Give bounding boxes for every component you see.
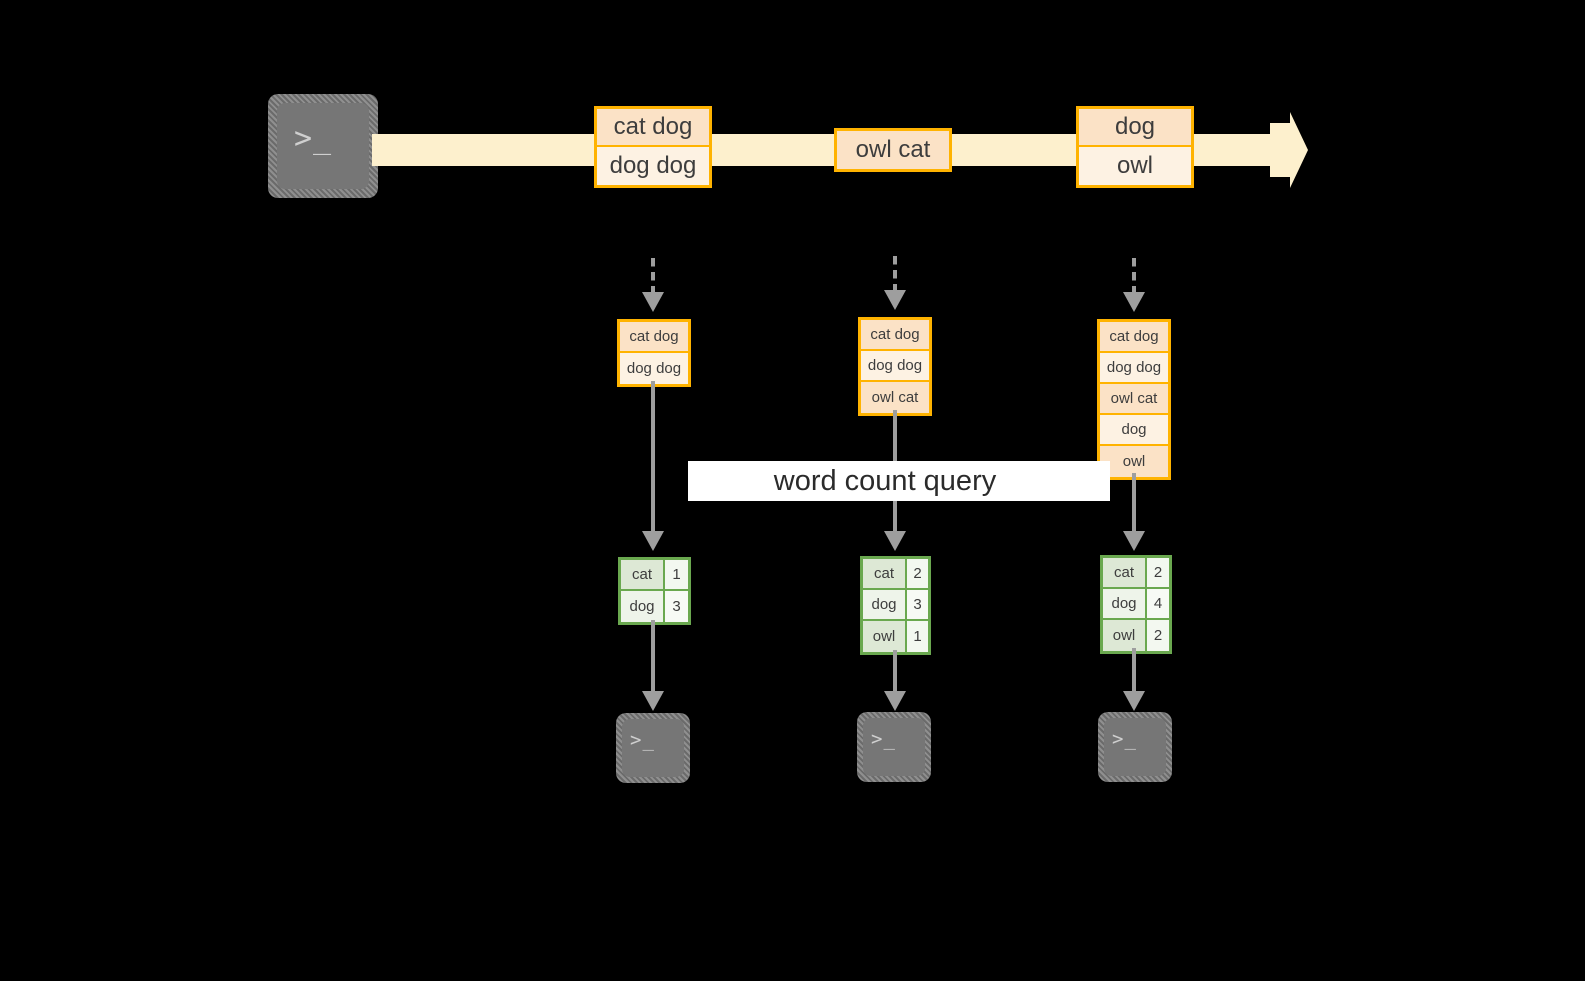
terminal-prompt-glyph: >_ [630,729,655,751]
snapshot-row: dog dog [1100,353,1168,384]
result-word: dog [1103,589,1147,618]
terminal-screen [622,719,684,777]
result-1-to-sink-line [651,620,655,693]
result-2-to-sink-arrowhead [884,691,906,711]
table-row: cat 2 [1103,558,1169,589]
snapshot-3-to-result-line [1132,473,1136,533]
result-count: 4 [1147,589,1169,618]
stream-message-line: owl [1079,147,1191,185]
result-2-to-sink-line [893,650,897,693]
result-count: 3 [665,591,688,622]
result-1-to-sink-arrowhead [642,691,664,711]
result-count: 1 [665,560,688,589]
stream-to-snapshot-3-dashed-line [1132,258,1136,296]
terminal-screen [1104,718,1166,776]
stream-to-snapshot-2-arrowhead [884,290,906,310]
snapshot-3-to-result-arrowhead [1123,531,1145,551]
result-table-2: cat 2 dog 3 owl 1 [860,556,931,655]
result-word: dog [621,591,665,622]
result-word: cat [621,560,665,589]
result-count: 1 [907,621,928,652]
result-word: owl [1103,620,1147,651]
result-count: 2 [1147,558,1169,587]
snapshot-2-to-result-arrowhead [884,531,906,551]
event-stream-arrowhead [1270,112,1308,188]
stream-message-line: dog [1079,109,1191,147]
snapshot-row: cat dog [1100,322,1168,353]
stream-message-line: dog dog [597,147,709,185]
stream-to-snapshot-3-arrowhead [1123,292,1145,312]
word-count-query-banner: word count query [688,461,1110,501]
sink-terminal-icon-2: >_ [857,712,931,782]
stream-to-snapshot-1-dashed-line [651,258,655,296]
table-row: cat 2 [863,559,928,590]
result-count: 3 [907,590,928,619]
snapshot-2-message-stack: cat dog dog dog owl cat [858,317,932,416]
snapshot-row: owl [1100,446,1168,477]
result-word: dog [863,590,907,619]
sink-terminal-icon-1: >_ [616,713,690,783]
result-count: 2 [907,559,928,588]
result-count: 2 [1147,620,1169,651]
snapshot-1-to-result-line [651,381,655,533]
snapshot-row: owl cat [861,382,929,413]
snapshot-1-to-result-arrowhead [642,531,664,551]
terminal-prompt-glyph: >_ [294,121,333,156]
terminal-prompt-glyph: >_ [871,728,896,750]
word-count-query-label: word count query [773,464,997,497]
arrowhead-shape [1270,112,1308,188]
table-row: dog 4 [1103,589,1169,620]
sink-terminal-icon-3: >_ [1098,712,1172,782]
result-word: cat [1103,558,1147,587]
snapshot-row: cat dog [620,322,688,353]
stream-to-snapshot-2-dashed-line [893,256,897,294]
stream-message-line: cat dog [597,109,709,147]
snapshot-row: dog [1100,415,1168,446]
table-row: dog 3 [621,591,688,622]
snapshot-row: cat dog [861,320,929,351]
table-row: owl 2 [1103,620,1169,651]
result-3-to-sink-arrowhead [1123,691,1145,711]
terminal-screen [863,718,925,776]
result-word: owl [863,621,907,652]
result-3-to-sink-line [1132,648,1136,693]
snapshot-row: owl cat [1100,384,1168,415]
snapshot-row: dog dog [861,351,929,382]
table-row: cat 1 [621,560,688,591]
stream-message-batch-3: dog owl [1076,106,1194,188]
terminal-screen [277,103,369,189]
terminal-prompt-glyph: >_ [1112,728,1137,750]
result-table-1: cat 1 dog 3 [618,557,691,625]
stream-message-line: owl cat [837,131,949,169]
result-table-3: cat 2 dog 4 owl 2 [1100,555,1172,654]
table-row: owl 1 [863,621,928,652]
table-row: dog 3 [863,590,928,621]
source-terminal-icon: >_ [268,94,378,198]
stream-message-batch-1: cat dog dog dog [594,106,712,188]
snapshot-3-message-stack: cat dog dog dog owl cat dog owl [1097,319,1171,480]
stream-message-batch-2: owl cat [834,128,952,172]
stream-to-snapshot-1-arrowhead [642,292,664,312]
snapshot-1-message-stack: cat dog dog dog [617,319,691,387]
result-word: cat [863,559,907,588]
snapshot-row: dog dog [620,353,688,384]
